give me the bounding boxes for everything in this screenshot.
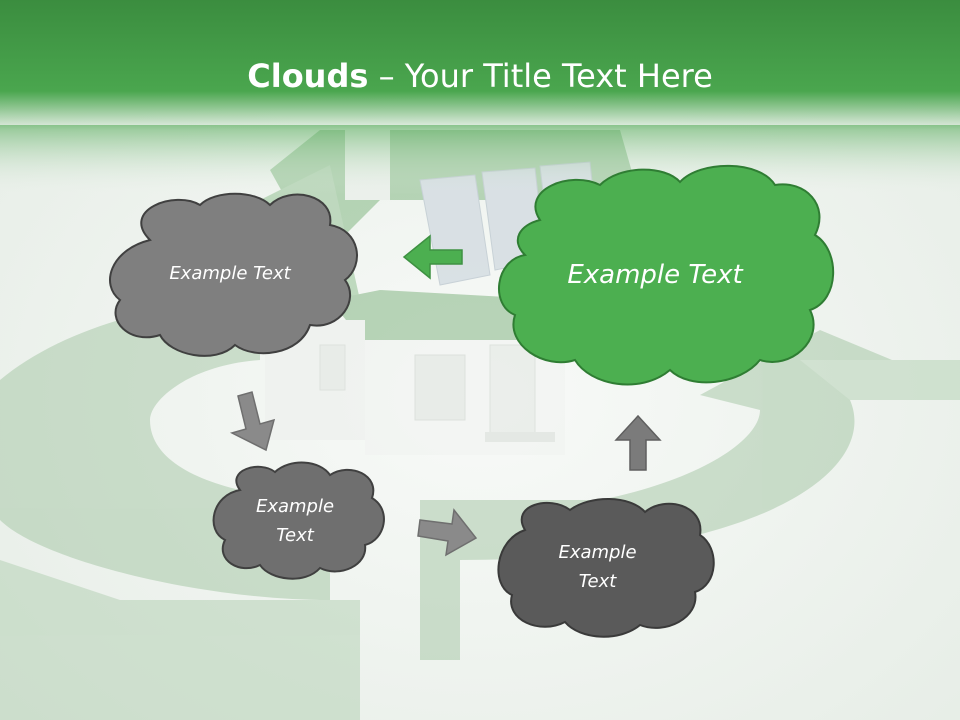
title-separator: – (368, 57, 405, 95)
title-bold-part: Clouds (247, 57, 369, 95)
cloud-shape-1[interactable] (109, 192, 358, 357)
cloud-3-line1: Example (255, 496, 335, 517)
arrow-left-icon (402, 234, 463, 280)
cloud-text-2: Example Text (530, 258, 780, 292)
arrow-up-icon (614, 414, 662, 471)
cloud-4-line2: Text (578, 571, 617, 592)
cloud-text-1: Example Text (130, 262, 330, 286)
cloud-1-label: Example Text (169, 263, 291, 284)
cloud-2-label: Example Text (567, 260, 743, 290)
cloud-shape-2[interactable] (498, 164, 835, 386)
title-rest: Your Title Text Here (404, 57, 713, 95)
arrow-down-icon (229, 391, 276, 452)
cloud-text-3: Example Text (230, 492, 360, 550)
cloud-4-line1: Example (558, 542, 637, 563)
cloud-text-4: Example Text (525, 538, 670, 596)
cloud-3-line2: Text (276, 525, 314, 546)
cloud-shape-3[interactable] (212, 461, 385, 580)
arrow-right-icon (417, 508, 478, 557)
slide-title: Clouds – Your Title Text Here (0, 52, 960, 100)
header-fade (0, 125, 960, 195)
header-band (0, 0, 960, 130)
cloud-shape-4[interactable] (497, 498, 715, 638)
